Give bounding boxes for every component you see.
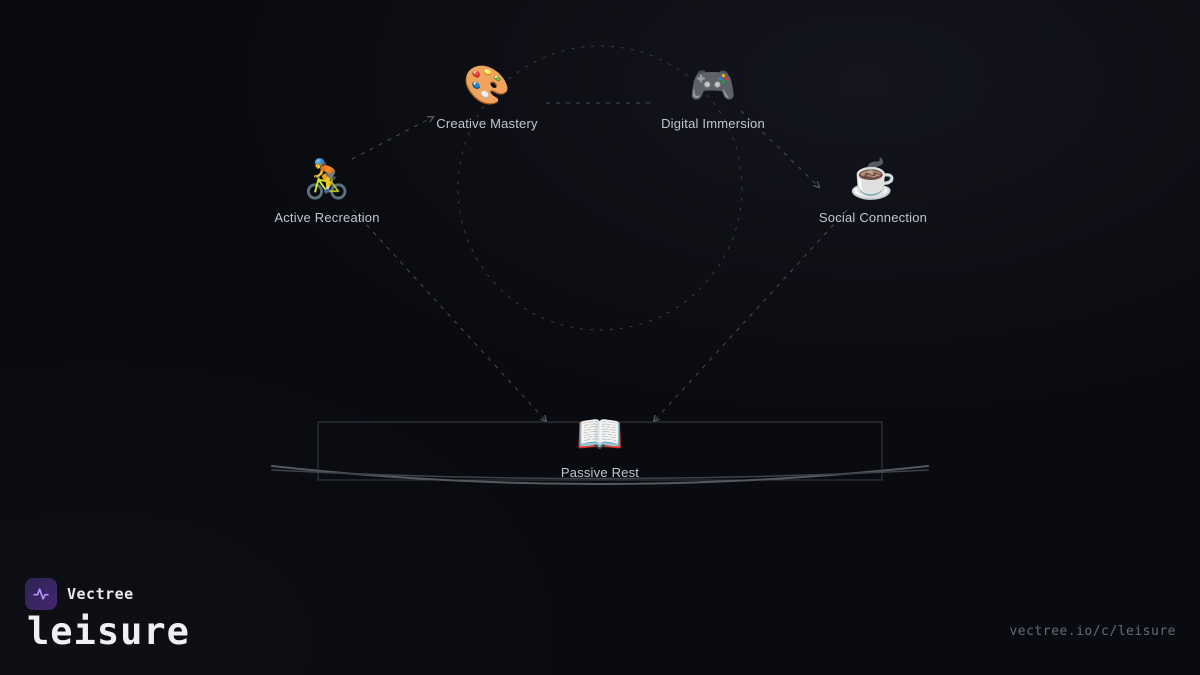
edge-social-passive [654,209,848,421]
node-label: Digital Immersion [661,116,765,131]
coffee-icon: ☕ [849,159,897,201]
edge-digital-social [740,110,819,187]
node-creative-mastery[interactable]: 🎨 Creative Mastery [387,64,587,133]
node-active-recreation[interactable]: 🚴 Active Recreation [227,158,427,227]
vectree-logo [25,578,57,610]
page-title: leisure [27,610,190,653]
gamepad-icon: 🎮 [689,65,737,107]
orbit-circle [457,45,743,331]
node-label: Active Recreation [274,210,380,225]
node-passive-rest[interactable]: 📖 Passive Rest [500,413,700,482]
waveform-icon [33,588,49,600]
page-url: vectree.io/c/leisure [1009,624,1176,639]
node-label: Passive Rest [560,465,640,480]
ground-rect [317,421,883,481]
cyclist-icon: 🚴 [303,159,351,201]
brand-name: Vectree [67,585,134,603]
node-label: Social Connection [818,210,928,225]
brand-row: Vectree [25,578,134,610]
open-book-icon: 📖 [576,414,624,456]
node-label: Creative Mastery [436,116,538,131]
palette-icon: 🎨 [463,65,511,107]
node-digital-immersion[interactable]: 🎮 Digital Immersion [613,64,813,133]
node-social-connection[interactable]: ☕ Social Connection [773,158,973,227]
edge-active-passive [352,209,546,421]
ground-arc-upper [271,469,929,480]
